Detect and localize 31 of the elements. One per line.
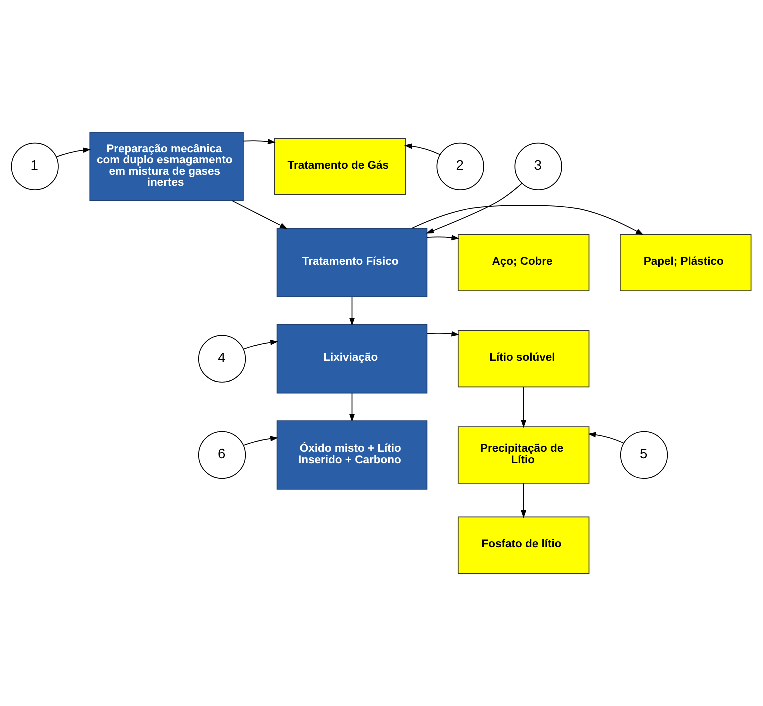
arrow xyxy=(56,148,92,158)
node-circle: 5 xyxy=(620,431,668,480)
node-circle: 6 xyxy=(198,431,246,480)
node-circle: 1 xyxy=(11,142,59,191)
arrow xyxy=(521,483,527,518)
arrow xyxy=(232,200,288,230)
node-box: Fosfato de lítio xyxy=(458,516,590,574)
node-box: Papel; Plástico xyxy=(620,234,752,292)
arrow xyxy=(426,235,460,241)
arrow xyxy=(243,340,278,350)
arrow xyxy=(404,144,440,156)
node-box: Óxido misto + Lítio Inserido + Carbono xyxy=(276,420,428,490)
node-box: Lítio solúvel xyxy=(458,330,590,388)
arrow xyxy=(243,436,278,446)
node-box: Aço; Cobre xyxy=(458,234,590,292)
node-box: Tratamento Físico xyxy=(276,228,428,298)
node-circle: 3 xyxy=(514,142,562,191)
node-box: Precipitação de Lítio xyxy=(458,426,590,484)
node-box: Lixiviação xyxy=(276,324,428,394)
node-box: Tratamento de Gás xyxy=(274,138,406,196)
node-circle: 4 xyxy=(198,335,246,383)
arrow xyxy=(412,205,644,236)
arrow xyxy=(521,386,527,428)
arrow xyxy=(426,183,522,234)
arrow xyxy=(426,331,460,337)
node-circle: 2 xyxy=(436,142,484,191)
arrow xyxy=(350,393,355,422)
node-box: Preparação mecânica com duplo esmagamento em mistura de gases inertes xyxy=(90,132,244,202)
arrow xyxy=(243,139,276,144)
arrow xyxy=(588,432,624,444)
arrow xyxy=(350,296,355,326)
